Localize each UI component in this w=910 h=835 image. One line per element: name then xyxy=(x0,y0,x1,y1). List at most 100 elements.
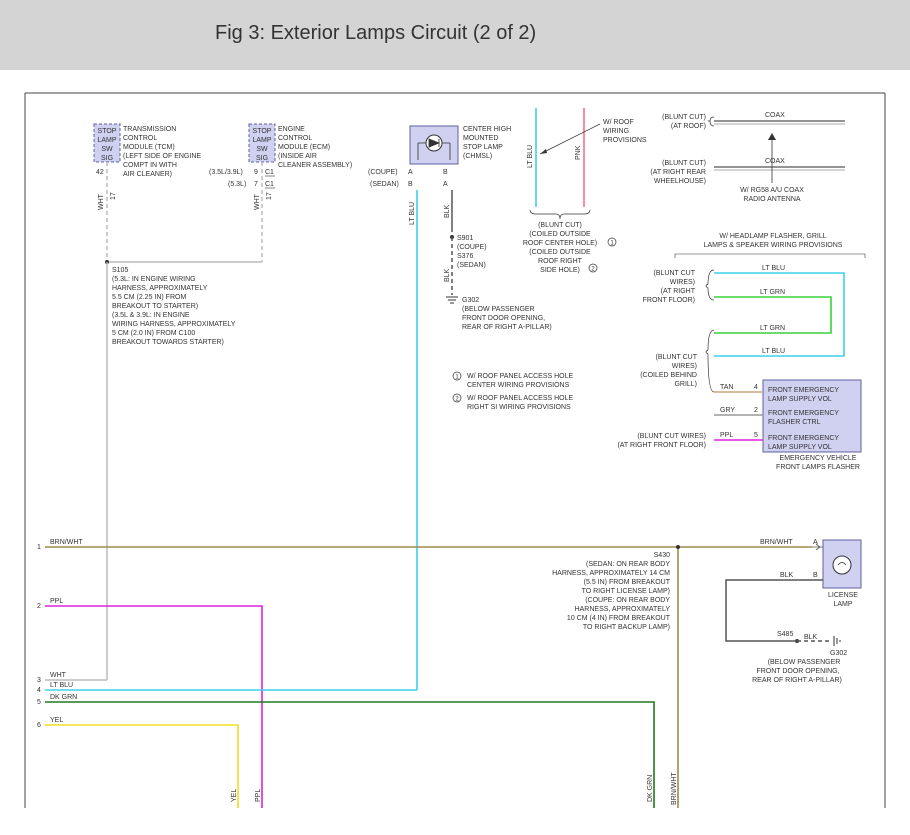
headlamp-blunt1-2: WIRES) xyxy=(670,279,695,286)
row2-wire: PPL xyxy=(50,598,63,605)
s105-line-7: 5 CM (2.0 IN) FROM C100 xyxy=(112,330,195,337)
coax-top-label: COAX xyxy=(765,112,785,119)
page-header: Fig 3: Exterior Lamps Circuit (2 of 2) xyxy=(0,0,910,70)
flasher-ppl-blunt-2: (AT RIGHT FRONT FLOOR) xyxy=(617,442,706,449)
license-lamp-bulb-icon xyxy=(832,555,852,575)
note-1-line-1: W/ ROOF PANEL ACCESS HOLE xyxy=(467,373,574,380)
chmsl: CENTER HIGH MOUNTED STOP LAMP (CHMSL) (C… xyxy=(368,125,511,690)
bottom-dkgrn: DK GRN xyxy=(647,775,654,802)
g302-bottom-ground-icon xyxy=(833,636,841,646)
flasher-pin3-l2: LAMP SUPPLY VOL xyxy=(768,444,832,451)
ecm-sig-line-4: SIG xyxy=(256,155,268,162)
g302-top-line-3: FRONT DOOR OPENING, xyxy=(462,315,545,322)
flasher-pin2-l1: FRONT EMERGENCY xyxy=(768,410,839,417)
headlamp-title-1: W/ HEADLAMP FLASHER, GRILL xyxy=(719,233,826,240)
coax-arrowhead-up xyxy=(768,133,776,140)
license-wire-b: BLK xyxy=(780,572,794,579)
row3-num: 3 xyxy=(37,677,41,684)
headlamp-blunt1-1: (BLUNT CUT xyxy=(654,270,696,277)
tcm-desc-4: (LEFT SIDE OF ENGINE xyxy=(123,153,201,160)
coax: (BLUNT CUT) (AT ROOF) COAX (BLUNT CUT) (… xyxy=(650,112,845,203)
s430-line-2: (SEDAN: ON REAR BODY xyxy=(586,561,670,568)
s901-line-2: (COUPE) xyxy=(457,244,487,251)
headlamp-brace-2 xyxy=(705,329,715,393)
roof-blunt-5: ROOF RIGHT xyxy=(538,258,583,265)
s485-splice: S485 BLK G302 (BELOW PASSENGER FRONT DOO… xyxy=(752,631,847,684)
tcm-switch-box xyxy=(93,123,121,163)
g302-top-wire: BLK xyxy=(444,268,451,282)
ecm-sig-line-3: SW xyxy=(256,146,268,153)
flasher-name-2: FRONT LAMPS FLASHER xyxy=(776,464,860,471)
license-wire-a: BRN/WHT xyxy=(760,539,793,546)
roof-pointer-arrow xyxy=(539,123,601,155)
note-2-num: 2 xyxy=(455,397,459,403)
coax-top-blunt-1: (BLUNT CUT) xyxy=(662,114,706,121)
roof-desc-1: W/ ROOF xyxy=(603,119,634,126)
tcm-desc-6: AIR CLEANER) xyxy=(123,171,172,178)
roof-blunt-1: (BLUNT CUT) xyxy=(538,222,582,229)
headlamp-brace-1 xyxy=(705,269,715,301)
flasher-box xyxy=(762,379,862,453)
headlamp-ltgrn-loop xyxy=(714,296,832,334)
row6-yel-wire xyxy=(45,724,239,808)
chmsl-desc-3: STOP LAMP xyxy=(463,144,503,151)
note-1-num: 1 xyxy=(455,375,459,381)
ecm-row1-pin: 9 xyxy=(254,169,258,176)
note-2-line-1: W/ ROOF PANEL ACCESS HOLE xyxy=(467,395,574,402)
row2-num: 2 xyxy=(37,603,41,610)
roof-wiring: LT BLU PNK W/ ROOF WIRING PROVISIONS (BL… xyxy=(523,108,647,274)
s430-line-3: HARNESS, APPROXIMATELY 14 CM xyxy=(552,570,670,577)
headlamp-w3: LT GRN xyxy=(760,325,785,332)
s430-line-5: TO RIGHT LICENSE LAMP) xyxy=(582,588,670,595)
ecm-desc-3: MODULE (ECM) xyxy=(278,144,330,151)
row5-wire: DK GRN xyxy=(50,694,77,701)
tcm-desc-2: CONTROL xyxy=(123,135,157,142)
s901-line-1: S901 xyxy=(457,235,473,242)
s901-line-3: S376 xyxy=(457,253,473,260)
chmsl-led-icon xyxy=(428,138,441,148)
coax-bottom-blunt-1: (BLUNT CUT) xyxy=(662,160,706,167)
flasher-pin3-l1: FRONT EMERGENCY xyxy=(768,435,839,442)
flasher-pin1-num: 4 xyxy=(754,384,758,391)
bottom-brnwht: BRN/WHT xyxy=(671,772,678,805)
note-1-circle xyxy=(452,371,462,381)
chmsl-internal-wire xyxy=(417,142,451,160)
roof-blunt-4: (COILED OUTSIDE xyxy=(529,249,591,256)
license-pin-b: B xyxy=(813,572,818,579)
ecm-desc-4: (INSIDE AIR xyxy=(278,153,317,160)
chmsl-ltblu-label: LT BLU xyxy=(409,202,416,225)
roof-marker-2-circle xyxy=(588,263,598,273)
ecm-desc-2: CONTROL xyxy=(278,135,312,142)
g302-top-line-2: (BELOW PASSENGER xyxy=(462,306,535,313)
ecm-row2-pin: 7 xyxy=(254,181,258,188)
license-pin-a: A xyxy=(813,539,818,546)
roof-blunt-6: SIDE HOLE) xyxy=(540,267,580,274)
bottom-yel: YEL xyxy=(231,789,238,802)
row5-dkgrn-wire xyxy=(45,701,655,808)
flasher-pin3-num: 5 xyxy=(754,432,758,439)
note-2-circle xyxy=(452,393,462,403)
roof-marker-1: 1 xyxy=(610,241,614,247)
harness-rows: 1 BRN/WHT 2 PPL 3 WHT 4 LT BLU 5 DK GRN … xyxy=(37,539,812,808)
ecm-module: STOP LAMP SW SIG ENGINE CONTROL MODULE (… xyxy=(107,123,352,263)
roof-marker-2: 2 xyxy=(591,267,595,273)
coax-top-blunt-2: (AT ROOF) xyxy=(671,123,706,130)
headlamp-blunt1-3: (AT RIGHT xyxy=(661,288,696,295)
emergency-flasher: TAN 4 FRONT EMERGENCY LAMP SUPPLY VOL GR… xyxy=(617,379,862,471)
coax-antenna-1: W/ RG58 A/U COAX xyxy=(740,187,804,194)
license-conn-a xyxy=(812,543,823,551)
s485-wire-label: BLK xyxy=(804,634,818,641)
headlamp-w2: LT GRN xyxy=(760,289,785,296)
flasher-pin3-wire: PPL xyxy=(720,432,733,439)
s430-line-9: TO RIGHT BACKUP LAMP) xyxy=(583,624,670,631)
s105-line-6: WIRING HARNESS, APPROXIMATELY xyxy=(112,321,236,328)
headlamp-ltblu-loop xyxy=(714,272,845,357)
s105-line-3: 5.5 CM (2.25 IN) FROM xyxy=(112,294,186,301)
ecm-wire-color: WHT xyxy=(254,193,261,210)
license-name-1: LICENSE xyxy=(828,592,858,599)
s105-splice: S105 (5.3L: IN ENGINE WIRING HARNESS, AP… xyxy=(105,260,236,680)
s430-line-1: S430 xyxy=(654,552,670,559)
ecm-row2-variant: (5.3L) xyxy=(228,181,246,188)
chmsl-desc-1: CENTER HIGH xyxy=(463,126,511,133)
ecm-wire-circuit: 17 xyxy=(266,192,273,200)
